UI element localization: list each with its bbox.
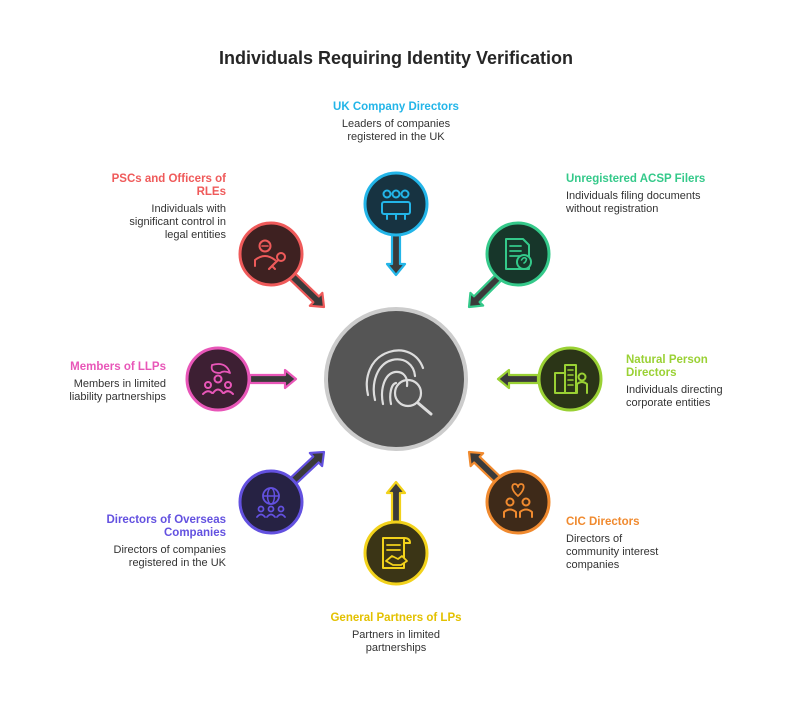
globe-people-icon bbox=[256, 487, 286, 518]
node-circle bbox=[185, 346, 251, 412]
contract-handshake-icon bbox=[382, 537, 411, 569]
node-title: Unregistered ACSP Filers bbox=[566, 173, 706, 185]
label-directors-of-overseas-companies: Directors of Overseas Companies Director… bbox=[106, 514, 226, 570]
people-group-icon bbox=[381, 189, 411, 220]
arrow bbox=[496, 368, 540, 390]
label-uk-company-directors: UK Company Directors Leaders of companie… bbox=[326, 101, 466, 144]
node-unregistered-acsp-filers bbox=[467, 221, 551, 309]
node-circle bbox=[363, 171, 429, 237]
diagram-title: Individuals Requiring Identity Verificat… bbox=[218, 48, 574, 68]
node-title: CIC Directors bbox=[566, 516, 640, 528]
node-description: Individuals directing corporate entities bbox=[626, 384, 723, 409]
node-title: UK Company Directors bbox=[333, 101, 459, 113]
node-description: Directors of community interest companie… bbox=[566, 533, 659, 571]
label-pscs-and-officers-of-rles: PSCs and Officers of RLEs Individuals wi… bbox=[106, 173, 226, 242]
arrow bbox=[385, 480, 407, 524]
node-circle bbox=[537, 346, 603, 412]
node-title: Directors of Overseas Companies bbox=[106, 514, 226, 539]
node-circle bbox=[238, 469, 304, 535]
node-description: Individuals with significant control in … bbox=[129, 203, 226, 241]
node-general-partners-of-lps bbox=[363, 480, 429, 586]
people-heart-icon bbox=[503, 483, 533, 518]
people-network-icon bbox=[202, 363, 234, 395]
arrow bbox=[288, 450, 326, 487]
person-key-icon bbox=[254, 239, 286, 271]
node-description: Directors of companies registered in the… bbox=[113, 544, 227, 569]
node-description: Individuals filing documents without reg… bbox=[566, 190, 701, 215]
node-description: Leaders of companies registered in the U… bbox=[341, 118, 451, 143]
node-title: Members of LLPs bbox=[70, 361, 166, 373]
node-circle bbox=[238, 221, 304, 287]
label-cic-directors: CIC Directors Directors of community int… bbox=[566, 516, 676, 572]
node-members-of-llps bbox=[185, 346, 298, 412]
node-title: Natural Person Directors bbox=[626, 354, 708, 379]
center-hub bbox=[324, 307, 468, 451]
node-description: Partners in limited partnerships bbox=[351, 629, 441, 654]
node-circle bbox=[485, 221, 551, 287]
arrow bbox=[385, 233, 407, 277]
node-title: PSCs and Officers of RLEs bbox=[111, 173, 226, 198]
building-person-icon bbox=[554, 364, 588, 394]
node-natural-person-directors bbox=[496, 346, 603, 412]
arrow bbox=[288, 272, 326, 309]
node-circle bbox=[485, 469, 551, 535]
arrow bbox=[467, 272, 504, 309]
node-circle bbox=[363, 520, 429, 586]
node-pscs-and-officers-of-rles bbox=[238, 221, 326, 309]
fingerprint-search-icon bbox=[365, 349, 433, 416]
arrow bbox=[248, 368, 298, 390]
document-question-icon bbox=[505, 238, 532, 270]
label-unregistered-acsp-filers: Unregistered ACSP Filers Individuals fil… bbox=[566, 173, 706, 216]
label-natural-person-directors: Natural Person Directors Individuals dir… bbox=[626, 354, 736, 410]
node-directors-of-overseas-companies bbox=[238, 450, 326, 535]
node-title: General Partners of LPs bbox=[330, 612, 462, 624]
node-uk-company-directors bbox=[363, 171, 429, 277]
label-general-partners-of-lps: General Partners of LPs Partners in limi… bbox=[326, 612, 466, 655]
node-description: Members in limited liability partnership… bbox=[69, 378, 166, 403]
label-members-of-llps: Members of LLPs Members in limited liabi… bbox=[46, 361, 166, 404]
node-cic-directors bbox=[467, 450, 551, 535]
